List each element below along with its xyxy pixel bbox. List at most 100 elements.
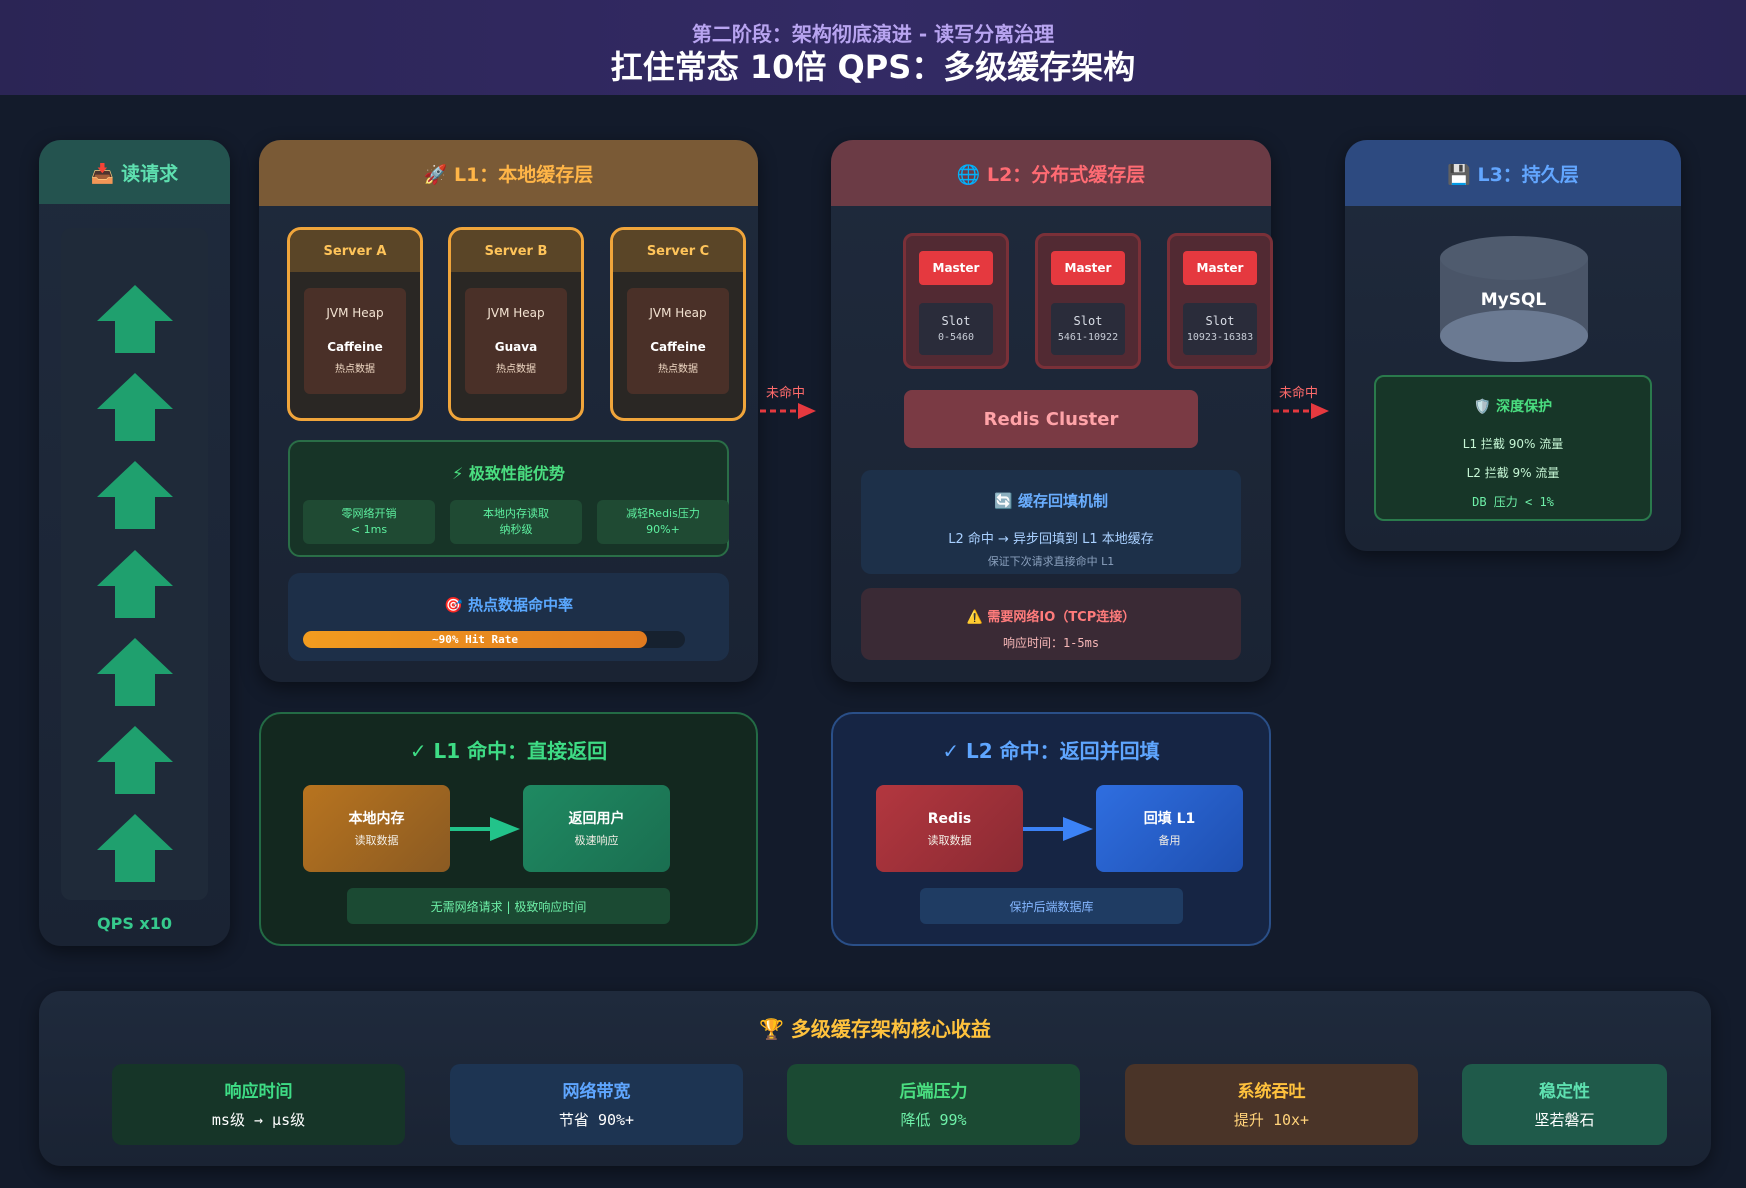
network-io-warning-box: [861, 588, 1241, 660]
cache-library: Guava: [494, 340, 538, 354]
jvm-heap-box: JVM Heap Caffeine 热点数据: [304, 288, 406, 394]
hot-data-label: 热点数据: [335, 364, 375, 375]
server-name: Server A: [290, 230, 420, 272]
benefit-title: 稳定性: [1539, 1081, 1590, 1102]
refill-description: L2 命中 → 异步回填到 L1 本地缓存: [948, 532, 1154, 547]
jvm-heap-box: JVM Heap Caffeine 热点数据: [627, 288, 729, 394]
benefit-throughput: 系统吞吐 提升 10x+: [1125, 1064, 1418, 1145]
hot-data-label: 热点数据: [658, 364, 698, 375]
benefit-title: 系统吞吐: [1237, 1081, 1306, 1102]
benefits-title: 🏆 多级缓存架构核心收益: [759, 1017, 991, 1041]
perf-item-redis: 减轻Redis压力 90%+: [597, 500, 729, 544]
slot-box: Slot 5461-10922: [1051, 303, 1125, 355]
page-title: 扛住常态 10倍 QPS：多级缓存架构: [610, 48, 1136, 86]
l2-hit-title: ✓ L2 命中：返回并回填: [942, 739, 1160, 763]
l1-hit-note: 无需网络请求 | 极致响应时间: [347, 888, 670, 924]
perf-item-label: 减轻Redis压力: [626, 507, 700, 520]
deep-protection-box: [1374, 375, 1652, 521]
heap-label: JVM Heap: [326, 306, 384, 320]
refill-l1-box: 回填 L1 备用: [1096, 785, 1243, 872]
cache-library: Caffeine: [650, 340, 706, 354]
read-request-title: 📥 读请求: [39, 140, 230, 204]
header-banner: [0, 0, 1746, 95]
redis-shard-1: Master Slot 0-5460: [903, 233, 1009, 369]
perf-item-value: < 1ms: [350, 523, 388, 536]
response-time: 响应时间：1-5ms: [1002, 636, 1100, 650]
up-arrow-icon: [97, 638, 173, 706]
master-badge: Master: [1183, 251, 1257, 285]
flow-sub-label: 读取数据: [354, 833, 399, 847]
miss-label-l2: 未命中: [1279, 386, 1319, 401]
benefit-value: ms级 → μs级: [211, 1110, 306, 1129]
benefit-title: 网络带宽: [562, 1081, 631, 1102]
up-arrow-icon: [97, 285, 173, 353]
cache-refill-box: [861, 470, 1241, 574]
protection-line: L2 拦截 9% 流量: [1466, 466, 1560, 480]
benefit-title: 后端压力: [899, 1081, 968, 1102]
hit-rate-title: 🎯 热点数据命中率: [444, 596, 573, 614]
benefit-value: 节省 90%+: [558, 1110, 635, 1129]
perf-item-value: 纳秒级: [499, 523, 533, 536]
cache-library: Caffeine: [327, 340, 383, 354]
flow-main-label: 返回用户: [568, 810, 625, 827]
miss-arrow-l1-icon: [760, 403, 816, 419]
slot-label: Slot: [941, 314, 971, 328]
benefit-bandwidth: 网络带宽 节省 90%+: [450, 1064, 743, 1145]
up-arrow-icon: [97, 550, 173, 618]
performance-title: ⚡ 极致性能优势: [452, 464, 565, 483]
qps-label: QPS x10: [96, 914, 172, 933]
flow-main-label: 回填 L1: [1143, 810, 1196, 827]
benefit-value: 提升 10x+: [1233, 1110, 1310, 1129]
l2-hit-note: 保护后端数据库: [920, 888, 1183, 924]
mysql-label: MySQL: [1480, 290, 1547, 310]
flow-main-label: 本地内存: [348, 810, 405, 827]
refill-note: 保证下次请求直接命中 L1: [987, 555, 1115, 568]
slot-box: Slot 10923-16383: [1183, 303, 1257, 355]
perf-item-label: 零网络开销: [341, 507, 397, 520]
flow-sub-label: 备用: [1158, 833, 1181, 847]
up-arrow-icon: [97, 814, 173, 882]
arrow-right-icon: [1023, 817, 1093, 841]
benefit-value: 坚若磐石: [1534, 1110, 1595, 1129]
protection-line: DB 压力 < 1%: [1472, 495, 1554, 509]
redis-shard-2: Master Slot 5461-10922: [1035, 233, 1141, 369]
slot-range: 10923-16383: [1186, 332, 1254, 343]
arrow-right-icon: [450, 817, 520, 841]
flow-sub-label: 读取数据: [927, 833, 972, 847]
slot-label: Slot: [1073, 314, 1103, 328]
server-a-card: Server A JVM Heap Caffeine 热点数据: [287, 227, 423, 421]
miss-arrow-l2-icon: [1273, 403, 1329, 419]
slot-label: Slot: [1205, 314, 1235, 328]
perf-item-label: 本地内存读取: [483, 507, 549, 520]
benefit-title: 响应时间: [224, 1081, 293, 1102]
benefit-value: 降低 99%: [900, 1110, 967, 1129]
redis-read-box: Redis 读取数据: [876, 785, 1023, 872]
return-user-box: 返回用户 极速响应: [523, 785, 670, 872]
local-memory-box: 本地内存 读取数据: [303, 785, 450, 872]
database-icon: [1440, 236, 1588, 362]
master-badge: Master: [1051, 251, 1125, 285]
l1-title: 🚀 L1：本地缓存层: [259, 140, 758, 206]
deep-protection-title: 🛡️ 深度保护: [1473, 399, 1553, 415]
heap-label: JVM Heap: [487, 306, 545, 320]
l3-title: 💾 L3：持久层: [1345, 140, 1681, 206]
up-arrow-icon: [97, 461, 173, 529]
up-arrow-icon: [97, 373, 173, 441]
slot-box: Slot 0-5460: [919, 303, 993, 355]
perf-item-network: 零网络开销 < 1ms: [303, 500, 435, 544]
heap-label: JVM Heap: [649, 306, 707, 320]
flow-sub-label: 极速响应: [574, 833, 619, 847]
redis-shard-3: Master Slot 10923-16383: [1167, 233, 1273, 369]
jvm-heap-box: JVM Heap Guava 热点数据: [465, 288, 567, 394]
up-arrow-icon: [97, 726, 173, 794]
l2-title: 🌐 L2：分布式缓存层: [831, 140, 1271, 206]
hot-data-label: 热点数据: [496, 364, 536, 375]
server-c-card: Server C JVM Heap Caffeine 热点数据: [610, 227, 746, 421]
network-io-warning: ⚠️ 需要网络IO（TCP连接）: [966, 610, 1136, 625]
benefit-stability: 稳定性 坚若磐石: [1462, 1064, 1667, 1145]
server-name: Server B: [451, 230, 581, 272]
slot-range: 5461-10922: [1057, 332, 1119, 343]
protection-line: L1 拦截 90% 流量: [1462, 437, 1564, 451]
master-badge: Master: [919, 251, 993, 285]
perf-item-value: 90%+: [646, 523, 680, 536]
